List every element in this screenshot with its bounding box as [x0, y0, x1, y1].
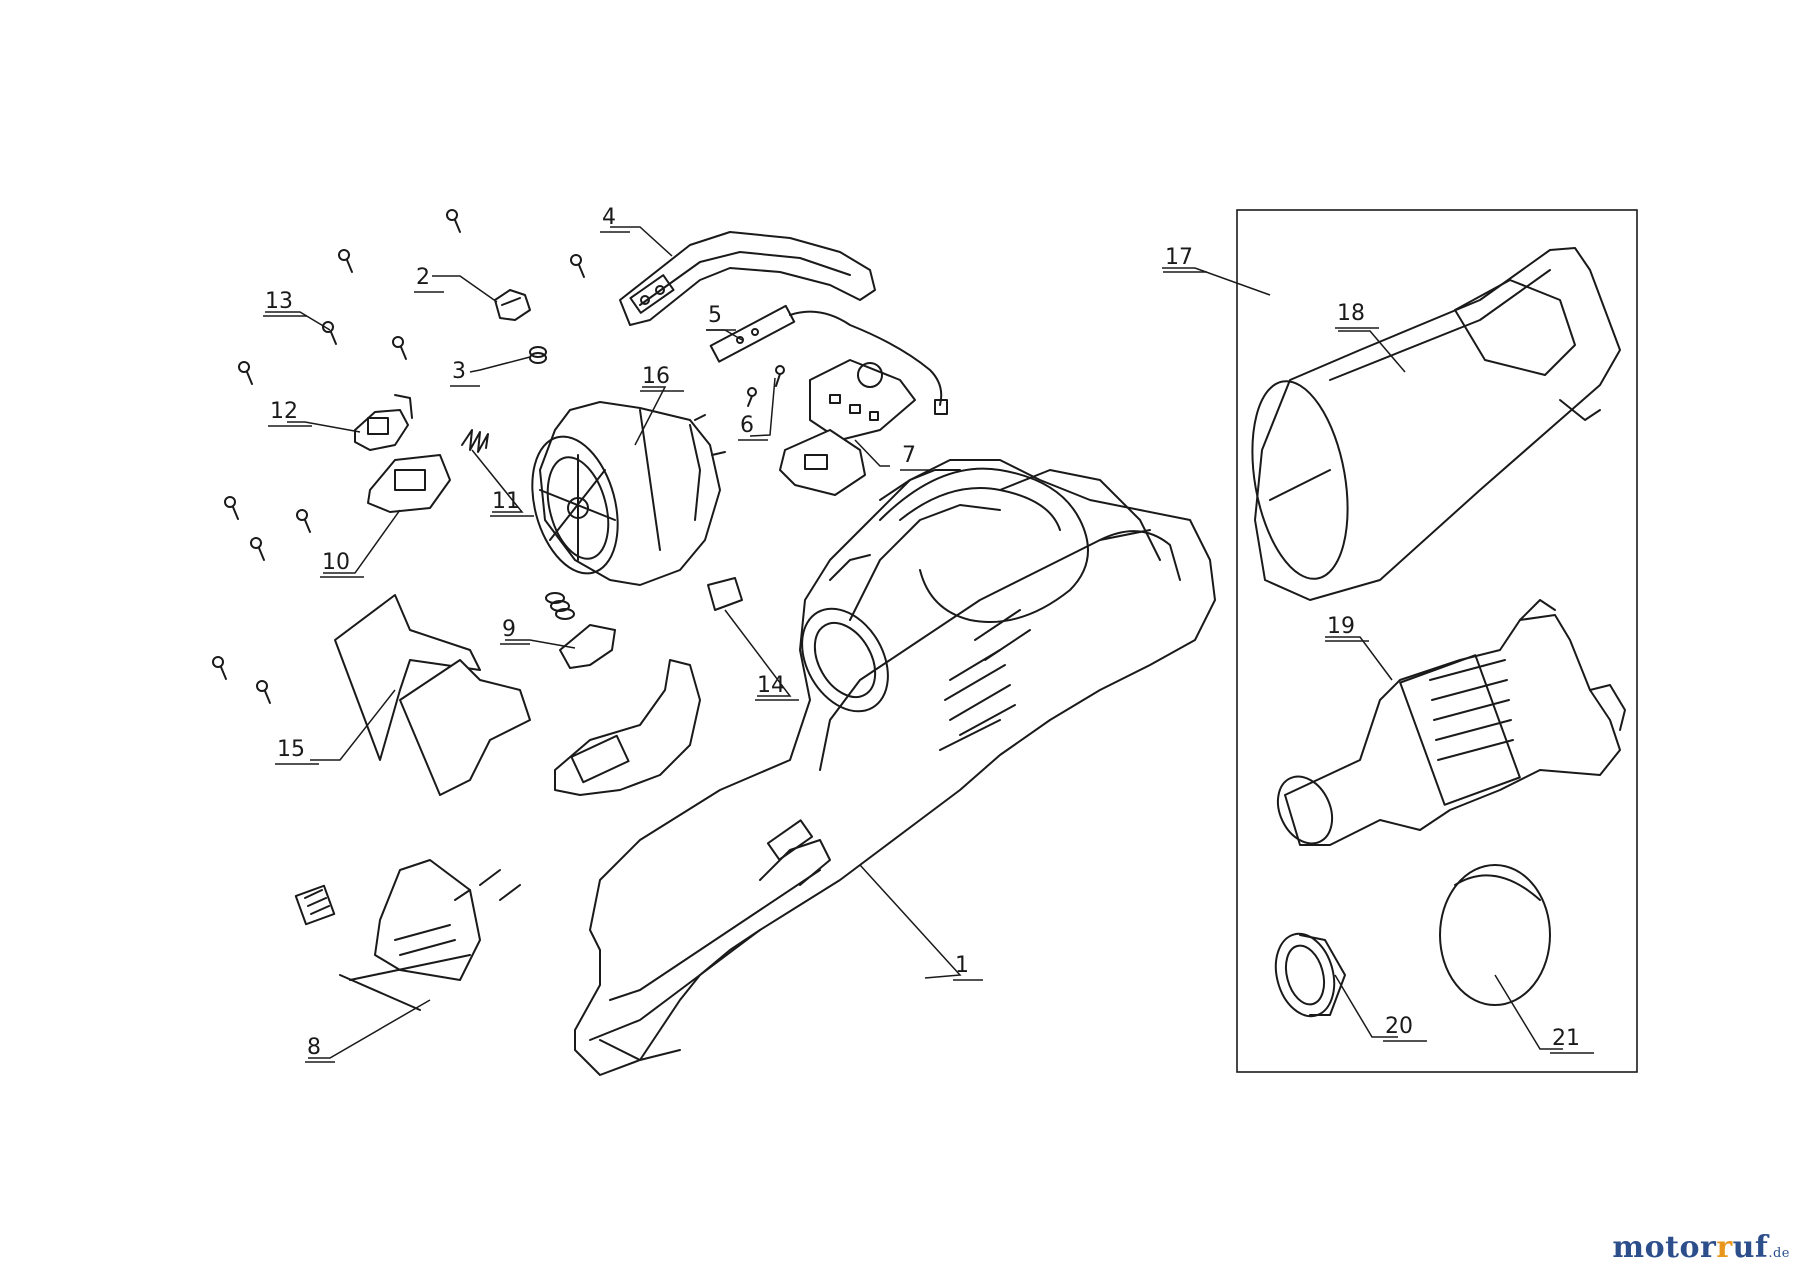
- gasket-sheets[interactable]: [334, 594, 531, 796]
- spring[interactable]: [461, 429, 489, 453]
- filter-cage[interactable]: [1268, 599, 1626, 852]
- brand-watermark: motorruf.de: [1612, 1230, 1790, 1265]
- callout-7: 7: [902, 443, 916, 468]
- handle-top-cover[interactable]: [619, 231, 876, 326]
- button-assembly[interactable]: [294, 659, 701, 1011]
- foam-filter[interactable]: [1439, 864, 1551, 1006]
- callout-4: 4: [602, 205, 616, 230]
- callout-18: 18: [1337, 301, 1365, 326]
- callout-15: 15: [277, 737, 305, 762]
- callout-10: 10: [322, 550, 350, 575]
- callout-1: 1: [955, 953, 969, 978]
- callout-13: 13: [265, 289, 293, 314]
- brand-text-r: r: [1716, 1230, 1733, 1265]
- callout-3: 3: [452, 359, 466, 384]
- latch[interactable]: [354, 394, 413, 451]
- release-button[interactable]: [367, 454, 451, 513]
- callout-labels: 1 2 3 4 5 6 7 8 9 10 11 12 13 14 15 16 1…: [263, 205, 1594, 1063]
- callout-16: 16: [642, 364, 670, 389]
- motor-fan-unit[interactable]: [518, 401, 726, 586]
- main-housing[interactable]: [574, 459, 1216, 1076]
- callout-19: 19: [1327, 614, 1355, 639]
- clip-with-springs[interactable]: [545, 592, 616, 669]
- brand-suffix: .de: [1768, 1246, 1790, 1261]
- brand-text-a: motor: [1612, 1230, 1717, 1265]
- callout-12: 12: [270, 399, 298, 424]
- callout-21: 21: [1552, 1026, 1580, 1051]
- dust-container[interactable]: [1238, 247, 1621, 601]
- filter-kit-box: [1236, 209, 1638, 1073]
- main-pcb[interactable]: [779, 359, 916, 496]
- brand-text-b: uf: [1732, 1230, 1769, 1265]
- screw-set[interactable]: [212, 209, 585, 704]
- rubber-pad[interactable]: [707, 577, 743, 611]
- callout-9: 9: [502, 617, 516, 642]
- switch-button[interactable]: [494, 289, 531, 321]
- callout-5: 5: [708, 303, 722, 328]
- callout-6: 6: [740, 413, 754, 438]
- callout-14: 14: [757, 673, 785, 698]
- callout-2: 2: [416, 265, 430, 290]
- leader-lines: [265, 226, 1563, 1059]
- small-spring[interactable]: [529, 346, 547, 364]
- ring-adapter[interactable]: [1267, 927, 1346, 1023]
- switch-pcb[interactable]: [709, 304, 948, 415]
- pcb-screw[interactable]: [747, 365, 785, 407]
- callout-11: 11: [492, 489, 520, 514]
- callout-17: 17: [1165, 245, 1193, 270]
- callout-20: 20: [1385, 1014, 1413, 1039]
- callout-8: 8: [307, 1035, 321, 1060]
